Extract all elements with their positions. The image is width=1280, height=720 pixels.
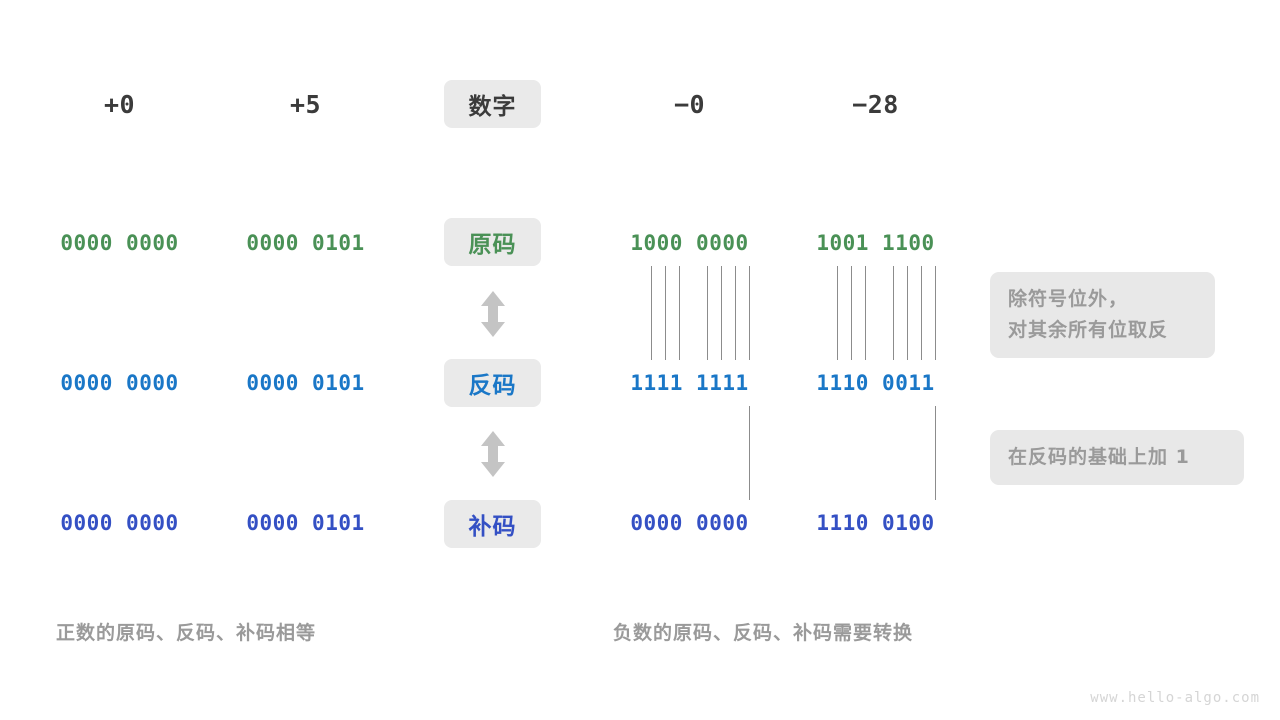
sign-magnitude-pos-zero: 0000 0000 <box>60 231 179 255</box>
double-arrow-icon-bottom <box>481 431 505 477</box>
connector-line <box>893 266 894 360</box>
twos-complement-pos-five: 0000 0101 <box>246 511 365 535</box>
caption-positive: 正数的原码、反码、补码相等 <box>56 622 317 644</box>
annotation-invert-bits: 除符号位外， 对其余所有位取反 <box>990 272 1215 358</box>
annotation-invert-bits-line1: 除符号位外， <box>1008 288 1129 310</box>
ones-complement-neg-zero: 1111 1111 <box>630 371 749 395</box>
badge-number: 数字 <box>444 80 541 128</box>
sign-magnitude-neg-zero: 1000 0000 <box>630 231 749 255</box>
header-pos-five: +5 <box>289 89 322 119</box>
twos-complement-neg-28: 1110 0100 <box>816 511 935 535</box>
header-neg-28: −28 <box>852 89 899 119</box>
ones-complement-pos-five: 0000 0101 <box>246 371 365 395</box>
twos-complement-neg-zero: 0000 0000 <box>630 511 749 535</box>
connector-line <box>665 266 666 360</box>
ones-complement-pos-zero: 0000 0000 <box>60 371 179 395</box>
ones-complement-neg-28: 1110 0011 <box>816 371 935 395</box>
connector-line <box>749 266 750 360</box>
annotation-add-one-line1: 在反码的基础上加 1 <box>1008 446 1190 468</box>
connector-line <box>865 266 866 360</box>
connector-line <box>735 266 736 360</box>
connector-line <box>837 266 838 360</box>
connector-line <box>907 266 908 360</box>
twos-complement-pos-zero: 0000 0000 <box>60 511 179 535</box>
header-neg-zero: −0 <box>673 89 706 119</box>
badge-sign-magnitude: 原码 <box>444 218 541 266</box>
connector-line <box>721 266 722 360</box>
badge-twos-complement: 补码 <box>444 500 541 548</box>
double-arrow-icon-top <box>481 291 505 337</box>
annotation-invert-bits-line2: 对其余所有位取反 <box>1008 319 1169 341</box>
connector-line <box>707 266 708 360</box>
connector-line <box>651 266 652 360</box>
header-pos-zero: +0 <box>103 89 136 119</box>
connector-line <box>679 266 680 360</box>
sign-magnitude-neg-28: 1001 1100 <box>816 231 935 255</box>
caption-negative: 负数的原码、反码、补码需要转换 <box>613 622 914 644</box>
connector-line <box>851 266 852 360</box>
connector-line <box>935 266 936 360</box>
sign-magnitude-pos-five: 0000 0101 <box>246 231 365 255</box>
connector-line <box>935 406 936 500</box>
connector-line <box>749 406 750 500</box>
badge-ones-complement: 反码 <box>444 359 541 407</box>
connector-line <box>921 266 922 360</box>
annotation-add-one: 在反码的基础上加 1 <box>990 430 1244 485</box>
watermark: www.hello-algo.com <box>1090 690 1260 706</box>
